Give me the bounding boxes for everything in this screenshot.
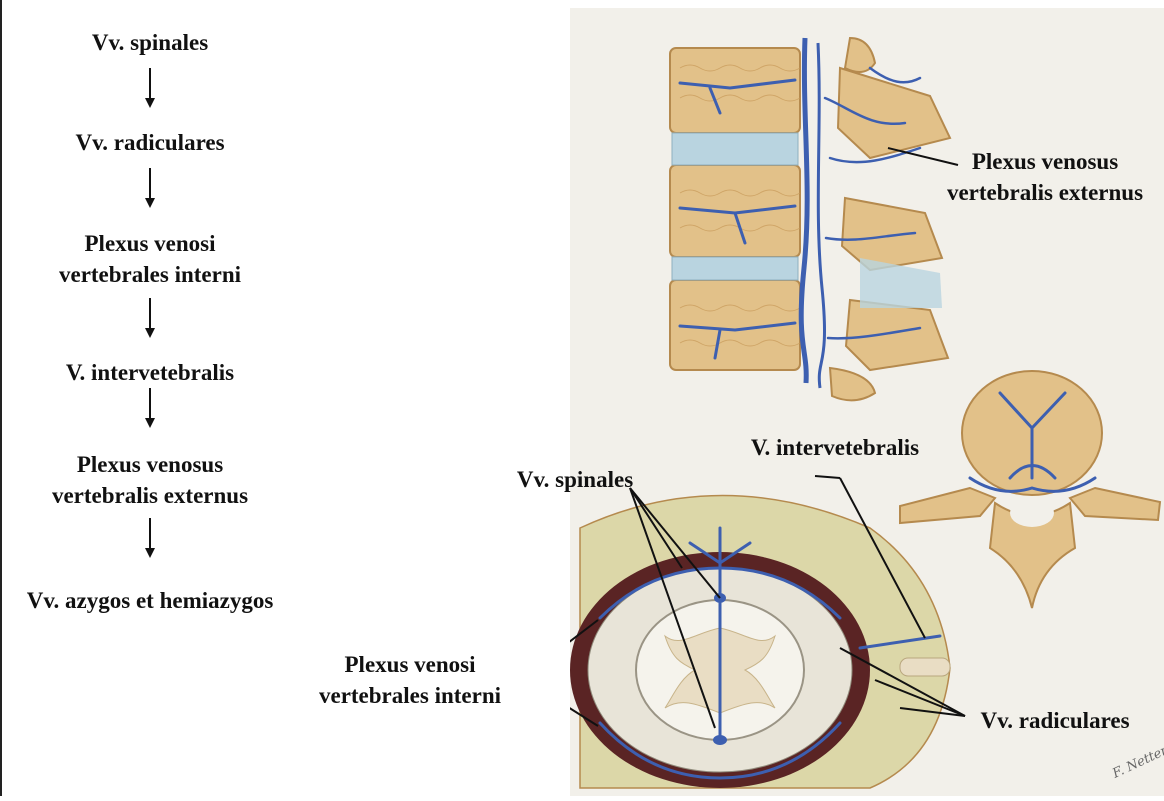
vertebral-arch — [840, 196, 944, 272]
label-plexus-venosi-interni: Plexus venosi vertebrales interni — [318, 652, 502, 708]
flow-step-vv-radiculares: Vv. radiculares — [75, 130, 225, 155]
label-v-intervertebralis: V. intervetebralis — [750, 435, 920, 460]
intervertebral-disc — [671, 132, 799, 166]
page-left-border — [0, 0, 2, 796]
flow-step-plexus-venosus-externus: Plexus venosus vertebralis externus — [51, 452, 249, 508]
label-vv-spinales: Vv. spinales — [516, 467, 634, 492]
vertebral-arch — [836, 66, 952, 160]
illustration-canvas: F. Netter — [521, 8, 1164, 796]
down-arrow-icon — [145, 68, 155, 108]
down-arrow-icon — [145, 388, 155, 428]
vertebral-body — [669, 47, 801, 134]
spinal-venous-illustration: F. Netter Plexus venosus vertebralis ext… — [319, 8, 1164, 796]
axial-vertebra — [899, 370, 1162, 609]
nerve-root — [899, 657, 951, 677]
down-arrow-icon — [145, 298, 155, 338]
flow-step-vv-azygos: Vv. azygos et hemiazygos — [26, 588, 274, 613]
spinal-canal-cross-section — [570, 494, 951, 789]
intervertebral-disc — [671, 256, 799, 281]
flow-step-v-intervertebralis: V. intervetebralis — [65, 360, 235, 385]
vertebral-body — [669, 164, 801, 258]
down-arrow-icon — [145, 168, 155, 208]
label-vv-radiculares: Vv. radiculares — [980, 708, 1130, 733]
sagittal-spine-section — [669, 36, 952, 402]
down-arrow-icon — [145, 518, 155, 558]
flow-step-plexus-venosi-interni: Plexus venosi vertebrales interni — [58, 231, 242, 287]
label-plexus-venosus-externus: Plexus venosus vertebralis externus — [946, 149, 1144, 205]
flow-step-vv-spinales: Vv. spinales — [91, 30, 209, 55]
